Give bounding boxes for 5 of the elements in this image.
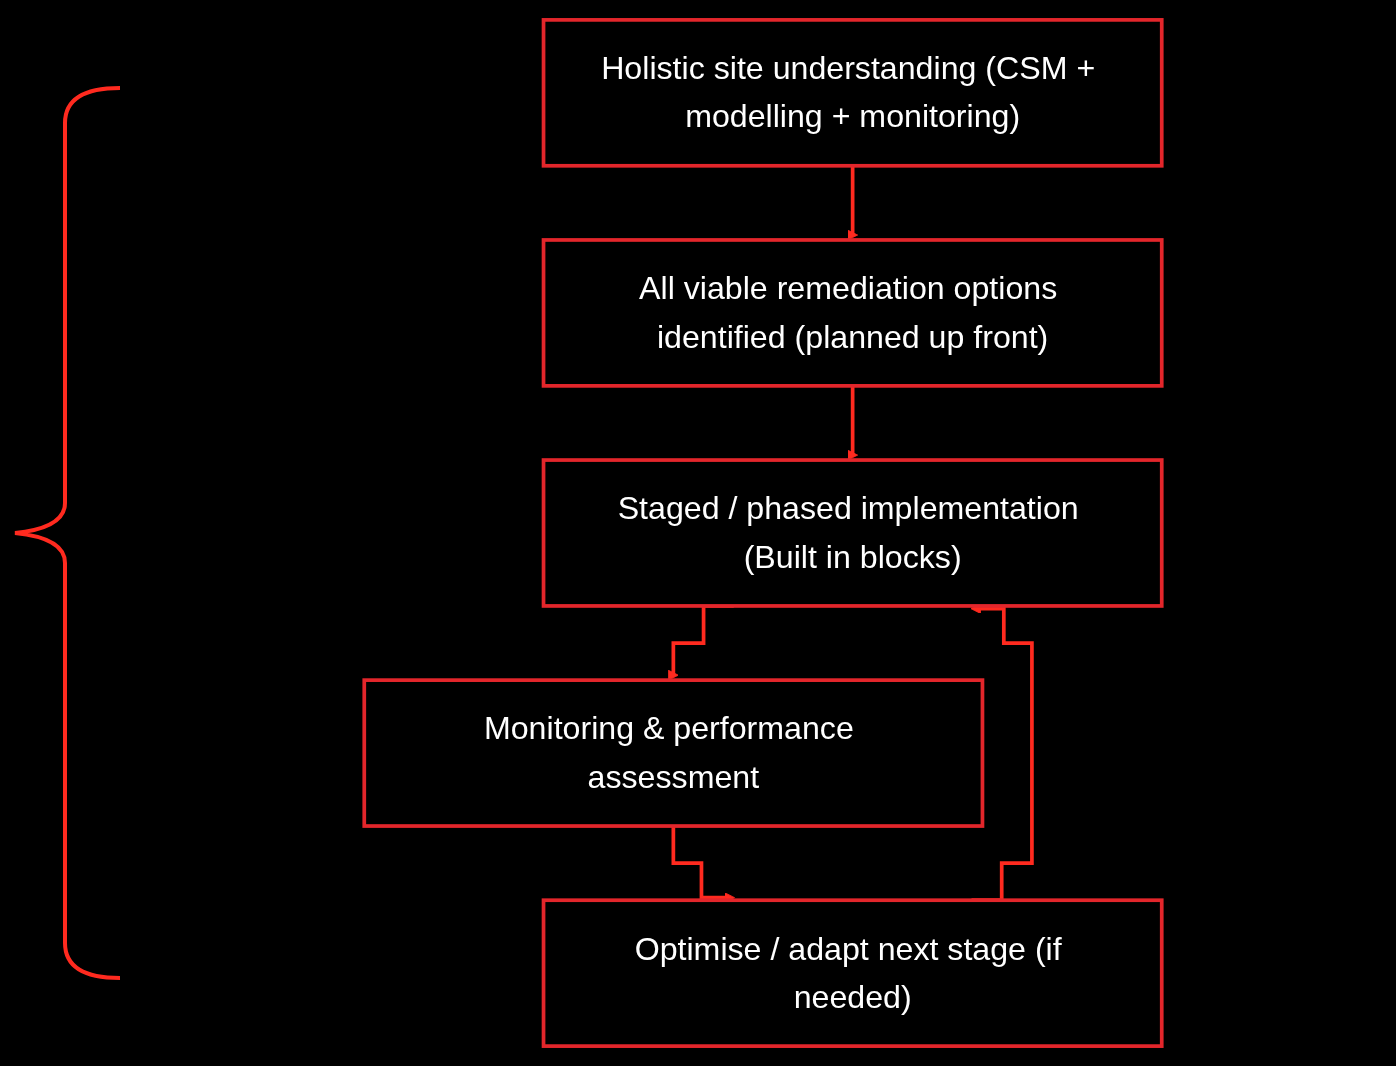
node-box: All viable remediation options identified (planned up front) bbox=[541, 238, 1164, 388]
node-box: Optimise / adapt next stage (if needed) bbox=[541, 898, 1164, 1048]
node-box: Staged / phased implementation (Built in blocks) bbox=[541, 458, 1164, 608]
node-box: Monitoring & performance assessment bbox=[362, 678, 985, 828]
node-box: Holistic site understanding (CSM + modelling + monitoring) bbox=[541, 18, 1164, 168]
